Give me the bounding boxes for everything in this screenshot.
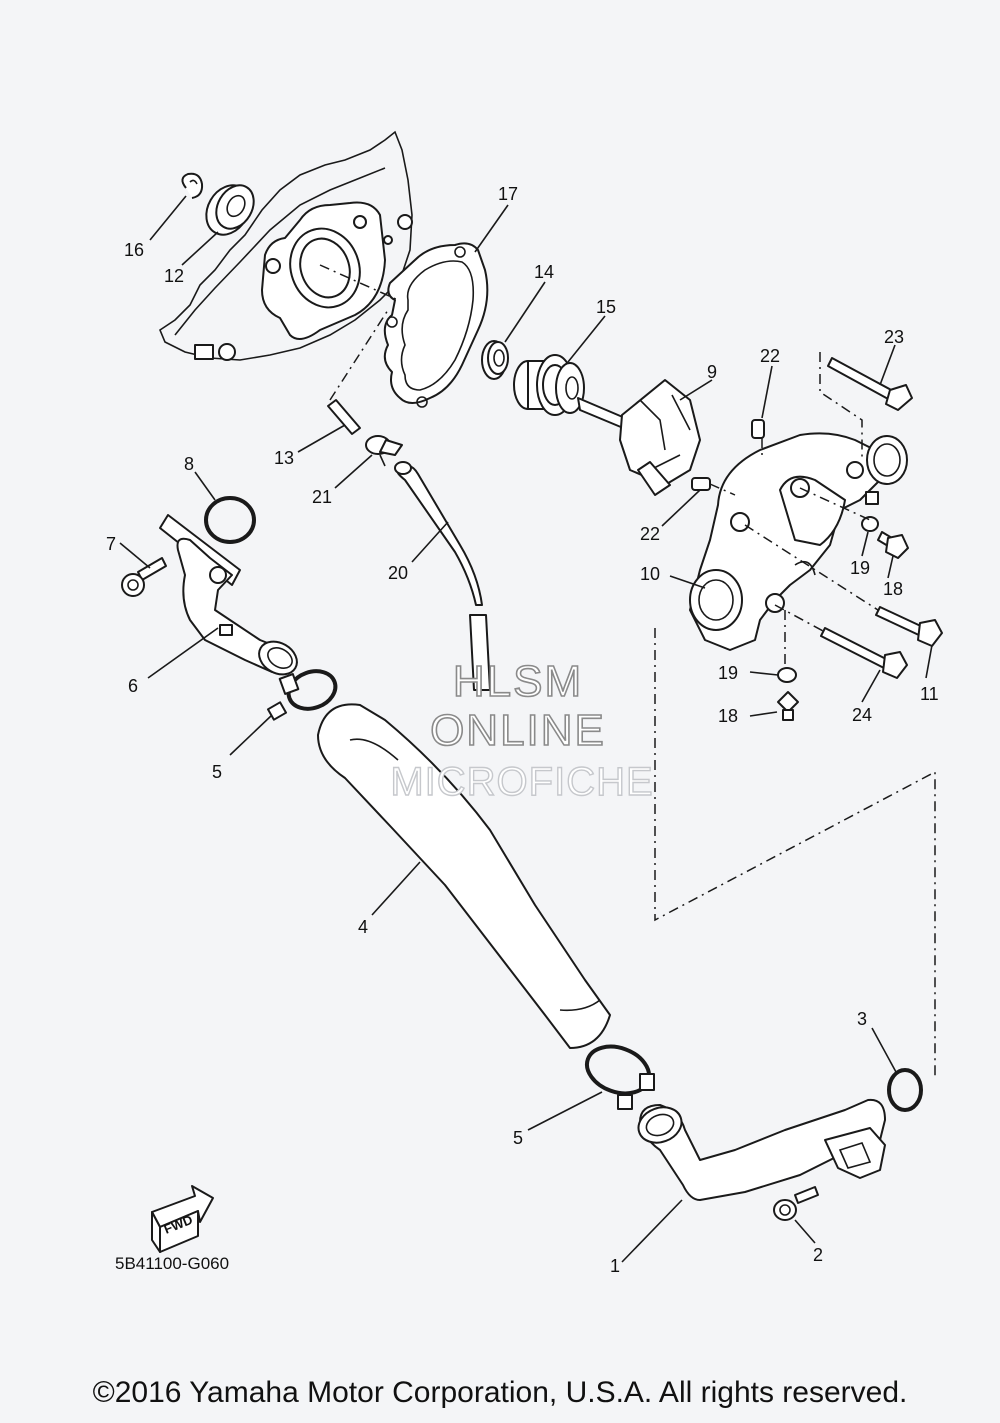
hose-clamp-21 — [365, 435, 403, 467]
callout-5-upper: 5 — [212, 762, 222, 782]
leader-lines — [119, 195, 933, 1263]
gasket-17 — [383, 242, 489, 408]
callout-21: 21 — [312, 487, 332, 507]
callout-17: 17 — [498, 184, 518, 204]
pump-housing-10 — [689, 432, 908, 651]
mechanical-seal-15 — [513, 354, 585, 416]
watermark-line-2: ONLINE — [430, 706, 606, 755]
callout-18-lower: 18 — [718, 706, 738, 726]
bearing-12 — [205, 184, 255, 236]
bolt-18-lower — [777, 691, 799, 721]
callout-23: 23 — [884, 327, 904, 347]
bolt-18-right — [877, 531, 909, 559]
radiator-hose-4 — [317, 703, 611, 1049]
callout-6: 6 — [128, 676, 138, 696]
callout-15: 15 — [596, 297, 616, 317]
hose-clamp-5-upper — [266, 669, 338, 721]
bolt-7 — [121, 557, 167, 597]
callout-1: 1 — [610, 1256, 620, 1276]
bolt-24 — [820, 627, 908, 679]
crankcase-cover — [159, 130, 413, 361]
bolt-23 — [827, 357, 913, 411]
o-ring-8 — [204, 496, 256, 544]
watermark-line-3: MICROFICHE — [390, 760, 653, 804]
callout-11: 11 — [920, 684, 939, 704]
hose-clamp-5-lower — [585, 1044, 655, 1110]
callout-19-lower: 19 — [718, 663, 738, 683]
impeller-shaft-9 — [577, 379, 701, 496]
breather-hose-20 — [394, 461, 491, 691]
washer-19-right — [861, 516, 879, 532]
callout-8: 8 — [184, 454, 194, 474]
callout-24: 24 — [852, 705, 872, 725]
callout-19-right: 19 — [850, 558, 870, 578]
callout-18-right: 18 — [883, 579, 903, 599]
bolt-2 — [773, 1186, 819, 1221]
watermark: HLSM ONLINE MICROFICHE — [390, 656, 654, 805]
o-ring-3 — [887, 1068, 923, 1112]
callout-labels: 16 12 17 14 15 9 22 23 13 21 8 7 20 22 1… — [106, 184, 939, 1276]
callout-12: 12 — [164, 266, 184, 286]
copyright-notice: ©2016 Yamaha Motor Corporation, U.S.A. A… — [92, 1376, 908, 1409]
callout-14: 14 — [534, 262, 554, 282]
fwd-arrow-icon: FWD — [151, 1185, 214, 1253]
callout-3: 3 — [857, 1009, 867, 1029]
callout-2: 2 — [813, 1245, 823, 1265]
watermark-line-1: HLSM — [453, 657, 583, 706]
washer-19-lower — [777, 667, 797, 683]
dowel-pin-22-left — [691, 477, 711, 491]
water-pipe-1 — [637, 1098, 886, 1201]
circlip-16 — [181, 172, 204, 199]
assembly-reference-lines — [319, 264, 936, 1080]
bolt-11 — [875, 606, 943, 647]
callout-9: 9 — [707, 362, 717, 382]
callout-22-left: 22 — [640, 524, 660, 544]
water-pipe-6 — [159, 514, 298, 676]
callout-10: 10 — [640, 564, 660, 584]
callout-22-top: 22 — [760, 346, 780, 366]
dowel-13 — [327, 399, 361, 435]
callout-4: 4 — [358, 917, 368, 937]
callout-20: 20 — [388, 563, 408, 583]
callout-16: 16 — [124, 240, 144, 260]
oil-seal-14 — [481, 340, 509, 380]
callout-7: 7 — [106, 534, 116, 554]
dowel-pin-22-top — [751, 419, 765, 439]
callout-13: 13 — [274, 448, 294, 468]
drawing-code: 5B41100-G060 — [115, 1254, 229, 1273]
callout-5-lower: 5 — [513, 1128, 523, 1148]
